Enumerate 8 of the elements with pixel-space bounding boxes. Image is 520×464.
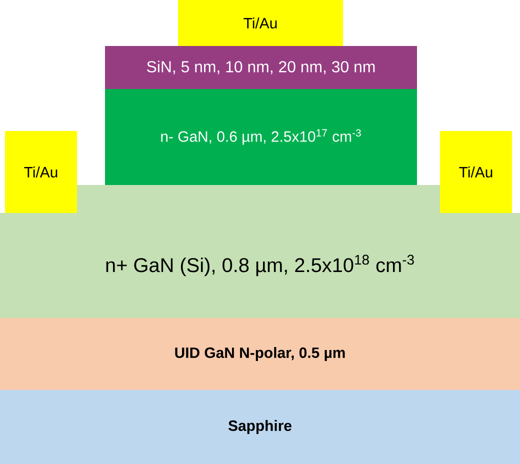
metal-contact: Ti/Au — [178, 0, 343, 46]
metal-contact: Ti/Au — [5, 130, 77, 213]
substrate-layer: Sapphire — [0, 390, 520, 464]
dielectric-layer: SiN, 5 nm, 10 nm, 20 nm, 30 nm — [105, 46, 417, 89]
semiconductor-layer: n+ GaN (Si), 0.8 µm, 2.5x10$^{18}$ cm$^{-3}$ — [0, 184, 520, 318]
buffer-layer: UID GaN N-polar, 0.5 µm — [0, 318, 520, 390]
metal-contact: Ti/Au — [440, 130, 512, 213]
semiconductor-layer: n- GaN, 0.6 µm, 2.5x10$^{17}$ cm$^{-3}$ — [105, 88, 417, 185]
